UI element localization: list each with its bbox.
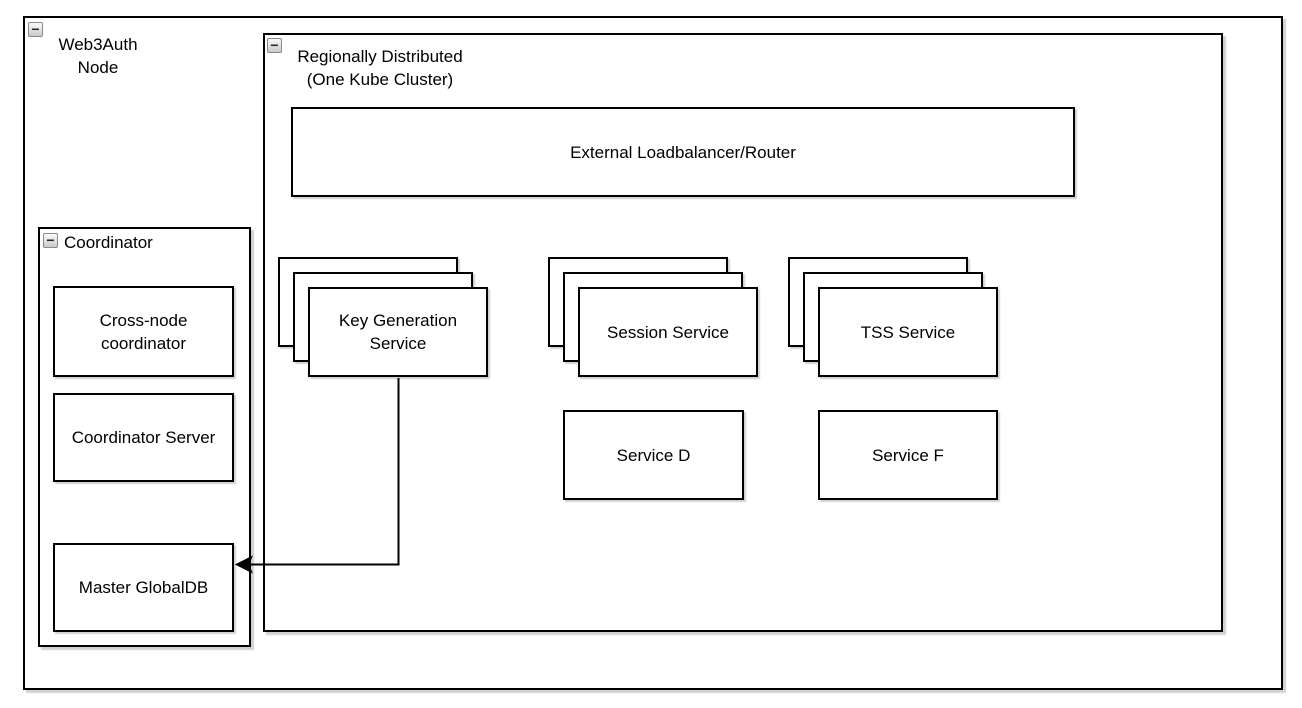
node-master-globaldb: Master GlobalDB bbox=[53, 543, 234, 632]
node-tss-service: TSS Service bbox=[818, 287, 998, 377]
collapse-icon[interactable]: − bbox=[43, 233, 58, 248]
node-service-d: Service D bbox=[563, 410, 744, 500]
node-session-service: Session Service bbox=[578, 287, 758, 377]
minus-icon: − bbox=[270, 36, 279, 53]
node-key-generation-service: Key Generation Service bbox=[308, 287, 488, 377]
minus-icon: − bbox=[46, 231, 55, 248]
node-external-loadbalancer: External Loadbalancer/Router bbox=[291, 107, 1075, 197]
node-cross-node-coordinator: Cross-node coordinator bbox=[53, 286, 234, 377]
collapse-icon[interactable]: − bbox=[28, 22, 43, 37]
web3auth-node-label: Web3Auth Node bbox=[58, 35, 138, 77]
node-coordinator-server: Coordinator Server bbox=[53, 393, 234, 482]
regional-cluster-label: Regionally Distributed (One Kube Cluster… bbox=[297, 47, 463, 89]
node-service-f: Service F bbox=[818, 410, 998, 500]
collapse-icon[interactable]: − bbox=[267, 38, 282, 53]
minus-icon: − bbox=[31, 20, 40, 37]
coordinator-label: Coordinator bbox=[64, 233, 153, 252]
